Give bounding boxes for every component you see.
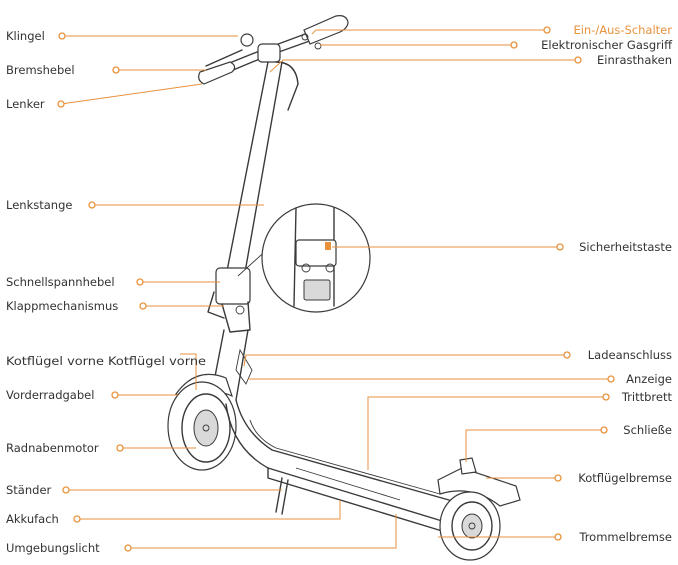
label-schliesse: Schließe (623, 423, 672, 437)
label-ladeanschluss: Ladeanschluss (588, 348, 672, 362)
label-kotfluegel-vorne: Kotflügel vorne Kotflügel vorne (6, 354, 206, 368)
label-gasgriff: Elektronischer Gasgriff (541, 38, 673, 52)
label-lenker: Lenker (6, 97, 45, 111)
handlebar (198, 15, 349, 85)
leader-dots (57, 26, 615, 552)
scooter-illustration (167, 15, 521, 561)
label-trommelbremse: Trommelbremse (578, 530, 672, 544)
label-trittbrett: Trittbrett (621, 390, 673, 404)
fold-mechanism (207, 235, 283, 333)
leader-lines (60, 29, 611, 549)
label-klingel: Klingel (6, 29, 45, 43)
label-einrasthaken: Einrasthaken (597, 53, 672, 67)
label-schnellspannhebel: Schnellspannhebel (6, 275, 115, 289)
deck (225, 399, 457, 535)
label-radnabenmotor: Radnabenmotor (6, 441, 99, 455)
label-staender: Ständer (6, 483, 52, 497)
label-anzeige: Anzeige (626, 372, 672, 386)
callout-labels: Klingel Bremshebel Lenker Lenkstange Sch… (6, 23, 673, 555)
label-ein-aus-schalter: Ein-/Aus-Schalter (573, 23, 672, 37)
kickstand (275, 477, 289, 515)
front-wheel (167, 381, 237, 471)
label-sicherheitstaste: Sicherheitstaste (579, 240, 672, 254)
label-klappmechanismus: Klappmechanismus (6, 299, 118, 313)
label-vorderradgabel: Vorderradgabel (6, 388, 94, 402)
rear-wheel (439, 491, 501, 561)
label-umgebungslicht: Umgebungslicht (6, 541, 100, 555)
label-akkufach: Akkufach (6, 512, 59, 526)
detail-inset (261, 203, 371, 313)
label-kotfluegelbremse: Kotflügelbremse (578, 471, 672, 485)
label-lenkstange: Lenkstange (6, 198, 72, 212)
label-bremshebel: Bremshebel (6, 63, 75, 77)
